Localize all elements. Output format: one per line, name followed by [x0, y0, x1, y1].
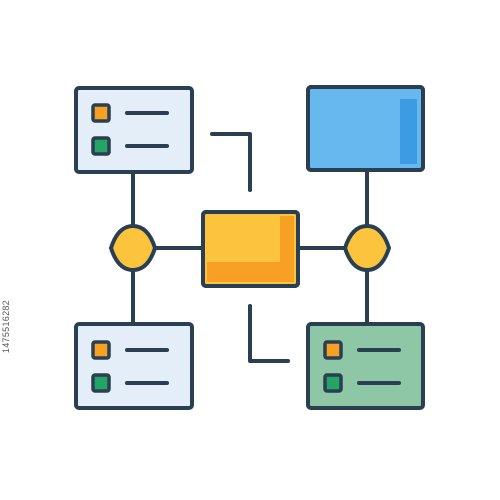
green-bullet-icon — [91, 373, 111, 393]
list-card-bottom-right — [306, 322, 425, 410]
orange-bullet-icon — [323, 340, 343, 360]
green-bullet-icon — [323, 373, 343, 393]
orange-bullet-icon — [91, 103, 111, 123]
decision-node-left — [109, 224, 157, 272]
list-card-top-left — [74, 86, 194, 174]
process-box-center — [201, 210, 300, 288]
orange-bullet-icon — [91, 340, 111, 360]
monitor-top-right — [306, 85, 425, 172]
stock-id-watermark: 1475516282 — [1, 300, 11, 354]
connector-lines — [131, 132, 369, 363]
list-card-bottom-left — [74, 322, 194, 410]
green-bullet-icon — [91, 136, 111, 156]
decision-node-right — [343, 224, 391, 272]
